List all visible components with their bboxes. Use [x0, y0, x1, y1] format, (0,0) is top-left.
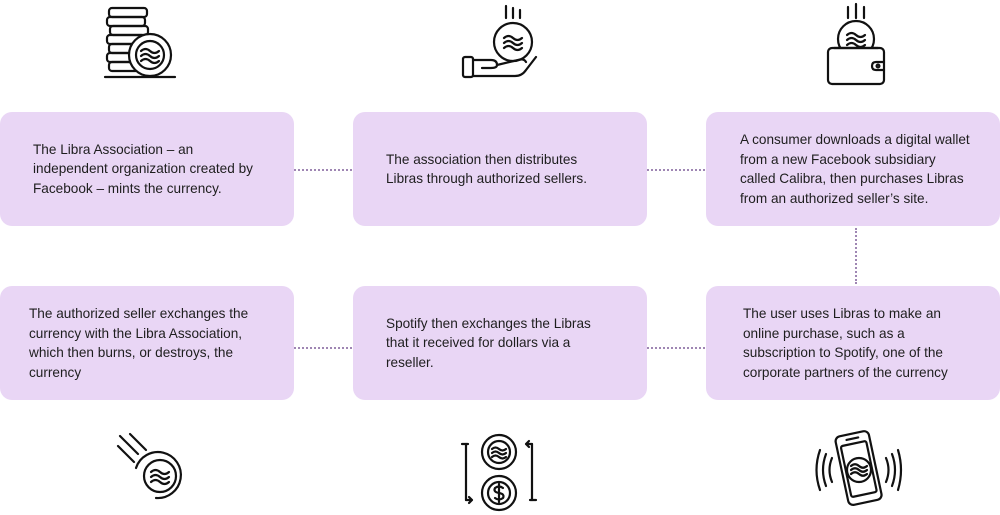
- step-5-box: Spotify then exchanges the Libras that i…: [353, 286, 647, 400]
- connector-3-4: [855, 228, 857, 284]
- step-2-text: The association then distributes Libras …: [386, 151, 587, 187]
- step-1-text: The Libra Association – an independent o…: [33, 141, 253, 196]
- step-1-box: The Libra Association – an independent o…: [0, 112, 294, 226]
- connector-2-3: [647, 169, 705, 171]
- connector-5-4: [647, 347, 705, 349]
- phone-payment-icon: [815, 428, 903, 512]
- coin-stack-icon: [103, 2, 183, 82]
- step-4-box: The user uses Libras to make an online p…: [706, 286, 1000, 400]
- step-2-box: The association then distributes Libras …: [353, 112, 647, 226]
- step-3-text: A consumer downloads a digital wallet fr…: [740, 132, 970, 206]
- step-4-text: The user uses Libras to make an online p…: [743, 306, 948, 380]
- step-6-text: The authorized seller exchanges the curr…: [29, 306, 249, 380]
- hand-holding-coin-icon: [460, 2, 540, 82]
- falling-coin-icon: [116, 432, 196, 512]
- step-6-box: The authorized seller exchanges the curr…: [0, 286, 294, 400]
- connector-6-5: [294, 347, 352, 349]
- wallet-coin-icon: [816, 2, 896, 87]
- connector-1-2: [294, 169, 352, 171]
- step-5-text: Spotify then exchanges the Libras that i…: [386, 315, 591, 370]
- currency-exchange-icon: [458, 430, 540, 514]
- step-3-box: A consumer downloads a digital wallet fr…: [706, 112, 1000, 226]
